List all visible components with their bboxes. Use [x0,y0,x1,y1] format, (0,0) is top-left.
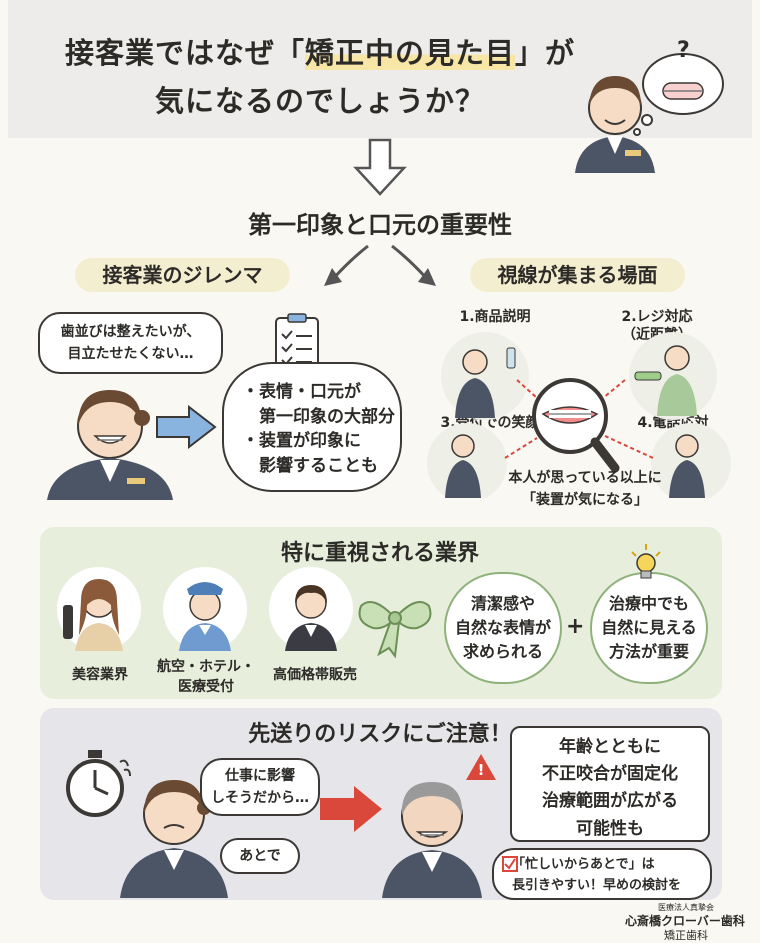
speech-bubble-later: あとで [220,838,300,874]
warning-symbol: ! [477,761,485,779]
footer-dept: 矯正歯科 [664,929,708,942]
tag-attention-scenes: 視線が集まる場面 [470,258,685,292]
plus-sign: + [566,614,585,639]
scene-label-1: 1.商品説明 [459,309,531,325]
staff-braces-illustration [47,390,173,500]
speech-bubble-dilemma: 歯並びは整えたいが、 目立たせたくない… [38,312,223,374]
industry-beauty: 美容業界 [72,667,128,683]
speech-bubble-work: 仕事に影響 しそうだから… [200,758,320,816]
section-title-industries: 特に重視される業界 [280,541,479,566]
scene-caption: 本人が思っている以上に 「装置が気になる」 [508,470,662,509]
branch-arrows-icon [324,244,436,286]
cloud-key-points: ・表情・口元が 第一印象の大部分 ・装置が印象に 影響することも [222,362,402,492]
ribbon-icon [358,601,432,658]
stopwatch-icon [66,750,131,817]
warning-box: 年齢とともに 不正咬合が固定化 治療範囲が広がる 可能性も [510,726,710,842]
staff-thinking-illustration [575,53,724,173]
question-mark: ? [677,38,690,63]
industry-portraits-illustration [57,567,353,651]
tag-dilemma: 接客業のジレンマ [75,258,290,292]
page-title-line-1: 接客業ではなぜ「矯正中の見た目」が [64,36,576,70]
warning-icon [466,754,496,780]
down-arrow-icon [353,138,407,196]
card-requirements: 清潔感や 自然な表情が 求められる [444,572,562,684]
checkbox-icon [502,856,518,872]
red-right-arrow-icon [320,786,382,832]
right-arrow-icon [156,405,217,449]
footer-clinic: 心斎橋クローバー歯科 [625,914,745,928]
footer-org: 医療法人真摯会 [658,903,714,912]
page-title-line-2: 気になるのでしょうか？ [154,84,485,118]
industry-aviation-hotel-medical: 航空・ホテル・ 医療受付 [157,659,255,696]
section-title-importance: 第一印象と口元の重要性 [248,211,512,239]
card-important-method: 治療中でも 自然に見える 方法が重要 [590,572,708,684]
lightbulb-icon [631,544,661,579]
older-staff-illustration [382,782,482,898]
scene-label-2: 2.レジ対応 [621,309,693,325]
industry-luxury-sales: 高価格帯販売 [273,667,357,683]
attention-scenes-illustration [427,332,731,498]
section-title-risk: 先送りのリスクにご注意！ [248,722,512,747]
checklist-note: 「忙しいからあとで」は 長引きやすい！早めの検討を [492,848,712,900]
